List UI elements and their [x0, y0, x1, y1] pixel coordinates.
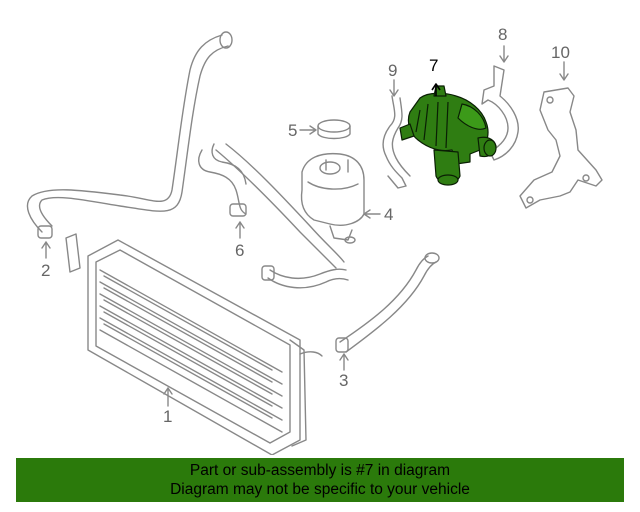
- callout-4: 4: [384, 205, 394, 224]
- bracket-10: [519, 87, 603, 209]
- callout-9: 9: [388, 61, 398, 80]
- coolant-hose: [198, 143, 349, 289]
- callout-1: 1: [163, 407, 173, 426]
- banner-line-2: Diagram may not be specific to your vehi…: [170, 481, 470, 498]
- callout-10: 10: [551, 43, 570, 62]
- hose-clamp-icon: [37, 225, 53, 239]
- info-banner: Part or sub-assembly is #7 in diagram Di…: [16, 458, 624, 502]
- banner-line-1: Part or sub-assembly is #7 in diagram: [189, 462, 451, 479]
- electric-water-pump: [399, 83, 497, 186]
- expansion-tank-cap: [317, 119, 351, 140]
- leader-lines: [41, 45, 569, 407]
- callout-7: 7: [429, 56, 439, 75]
- parts-diagram: [26, 31, 603, 455]
- callout-2: 2: [41, 261, 51, 280]
- lower-hose: [335, 252, 440, 353]
- radiator: [65, 233, 323, 455]
- callout-3: 3: [339, 371, 349, 390]
- bracket-9: [382, 95, 411, 189]
- upper-radiator-hose: [26, 31, 233, 239]
- expansion-tank: [300, 152, 365, 244]
- callout-8: 8: [498, 25, 508, 44]
- callout-5: 5: [288, 121, 298, 140]
- callout-6: 6: [235, 241, 245, 260]
